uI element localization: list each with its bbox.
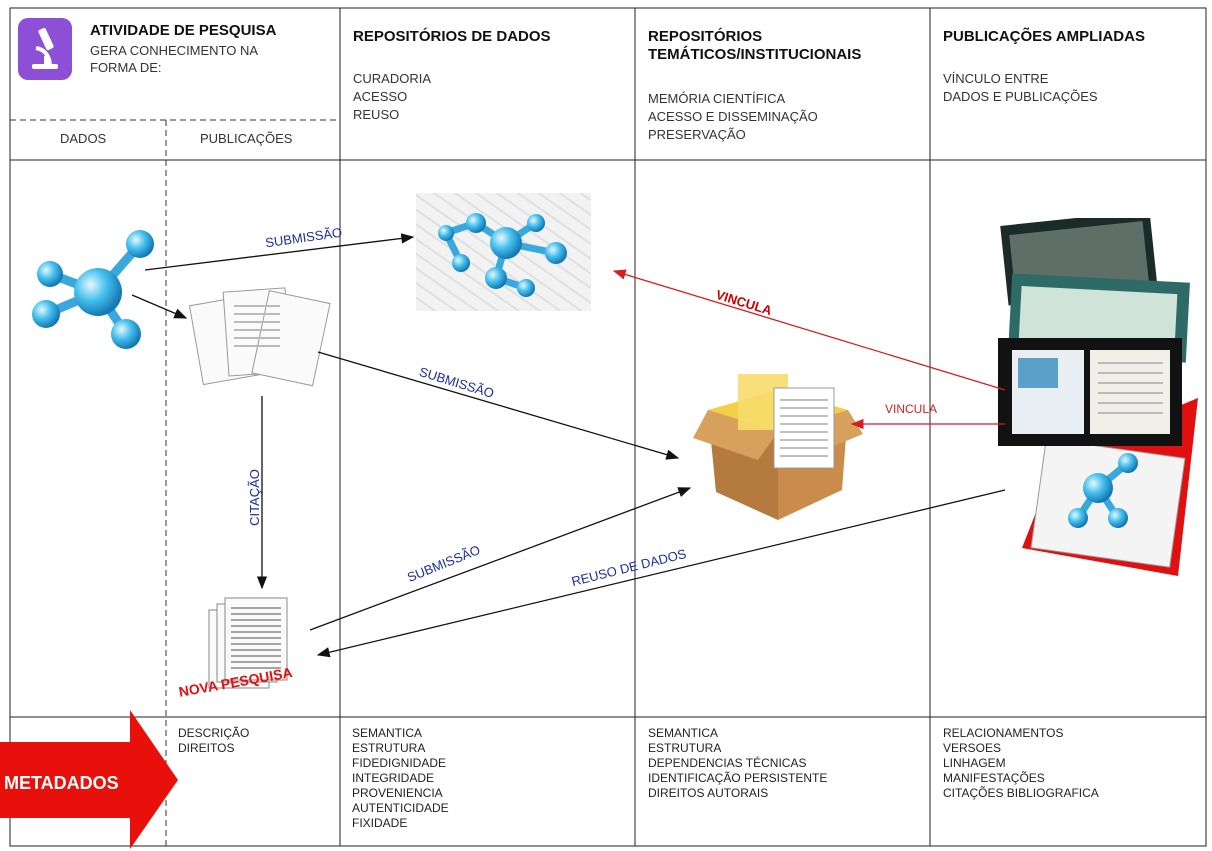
documents-icon	[188, 287, 331, 387]
metadata-item: AUTENTICIDADE	[352, 801, 449, 815]
metadata-item: ESTRUTURA	[352, 741, 426, 755]
sub-header-publications: PUBLICAÇÕES	[200, 131, 293, 146]
data-repos-item: REUSO	[353, 107, 400, 122]
metadata-item: CITAÇÕES BIBLIOGRAFICA	[943, 786, 1099, 800]
enhanced-pubs-title: PUBLICAÇÕES AMPLIADAS	[943, 28, 1145, 45]
thematic-repos-item: MEMÓRIA CIENTÍFICA	[648, 91, 786, 106]
app-icon	[18, 18, 72, 80]
metadata-publications-list: DESCRIÇÃO DIREITOS	[178, 726, 249, 756]
citation-label: CITAÇÃO	[246, 469, 262, 526]
metadata-item: FIXIDADE	[352, 816, 408, 830]
metadata-item: ESTRUTURA	[648, 741, 722, 755]
metadata-arrow	[0, 710, 178, 849]
metadata-item: VERSOES	[943, 741, 1002, 755]
metadata-item: RELACIONAMENTOS	[943, 726, 1064, 740]
microscope-icon	[32, 27, 58, 69]
metadata-data-repos-list: SEMANTICA ESTRUTURA FIDEDIGNIDADE INTEGR…	[352, 726, 449, 831]
metadata-item: INTEGRIDADE	[352, 771, 435, 785]
metadata-item: IDENTIFICAÇÃO PERSISTENTE	[648, 771, 828, 785]
links-label: VINCULA	[885, 402, 938, 416]
metadata-item: DEPENDENCIAS TÉCNICAS	[648, 756, 807, 770]
molecule-icon	[32, 230, 154, 349]
data-repos-item: ACESSO	[353, 89, 408, 104]
metadata-item: DIREITOS	[178, 741, 235, 755]
data-repos-title: REPOSITÓRIOS DE DADOS	[353, 28, 551, 45]
metadata-item: MANIFESTAÇÕES	[943, 771, 1045, 785]
thematic-repos-item: PRESERVAÇÃO	[648, 127, 746, 142]
activity-subtitle-line-1: GERA CONHECIMENTO NA	[90, 43, 259, 58]
metadata-item: SEMANTICA	[648, 726, 719, 740]
metadata-item: LINHAGEM	[943, 756, 1006, 770]
metadata-enhanced-pubs-list: RELACIONAMENTOS VERSOES LINHAGEM MANIFES…	[943, 726, 1099, 801]
metadata-item: DESCRIÇÃO	[178, 726, 250, 740]
data-repos-item: CURADORIA	[353, 71, 432, 86]
molecule-icon	[438, 213, 567, 297]
enhanced-pubs-item: DADOS E PUBLICAÇÕES	[943, 89, 1098, 104]
journals-icon	[998, 218, 1198, 576]
metadata-item: FIDEDIGNIDADE	[352, 756, 447, 770]
new-research-documents-icon	[208, 597, 288, 689]
data-repository-image	[416, 193, 591, 311]
sub-header-data: DADOS	[60, 131, 107, 146]
activity-subtitle-line-2: FORMA DE:	[90, 60, 162, 75]
thematic-repos-item: ACESSO E DISSEMINAÇÃO	[648, 109, 818, 124]
metadata-label: METADADOS	[4, 773, 119, 793]
metadata-thematic-repos-list: SEMANTICA ESTRUTURA DEPENDENCIAS TÉCNICA…	[648, 726, 827, 801]
thematic-repos-title-line-2: TEMÁTICOS/INSTITUCIONAIS	[648, 46, 862, 63]
metadata-item: PROVENIENCIA	[352, 786, 443, 800]
enhanced-pubs-item: VÍNCULO ENTRE	[943, 71, 1049, 86]
activity-title: ATIVIDADE DE PESQUISA	[90, 22, 277, 39]
thematic-repos-title-line-1: REPOSITÓRIOS	[648, 28, 763, 45]
metadata-item: DIREITOS AUTORAIS	[648, 786, 769, 800]
archive-box-icon	[693, 374, 863, 520]
metadata-item: SEMANTICA	[352, 726, 423, 740]
